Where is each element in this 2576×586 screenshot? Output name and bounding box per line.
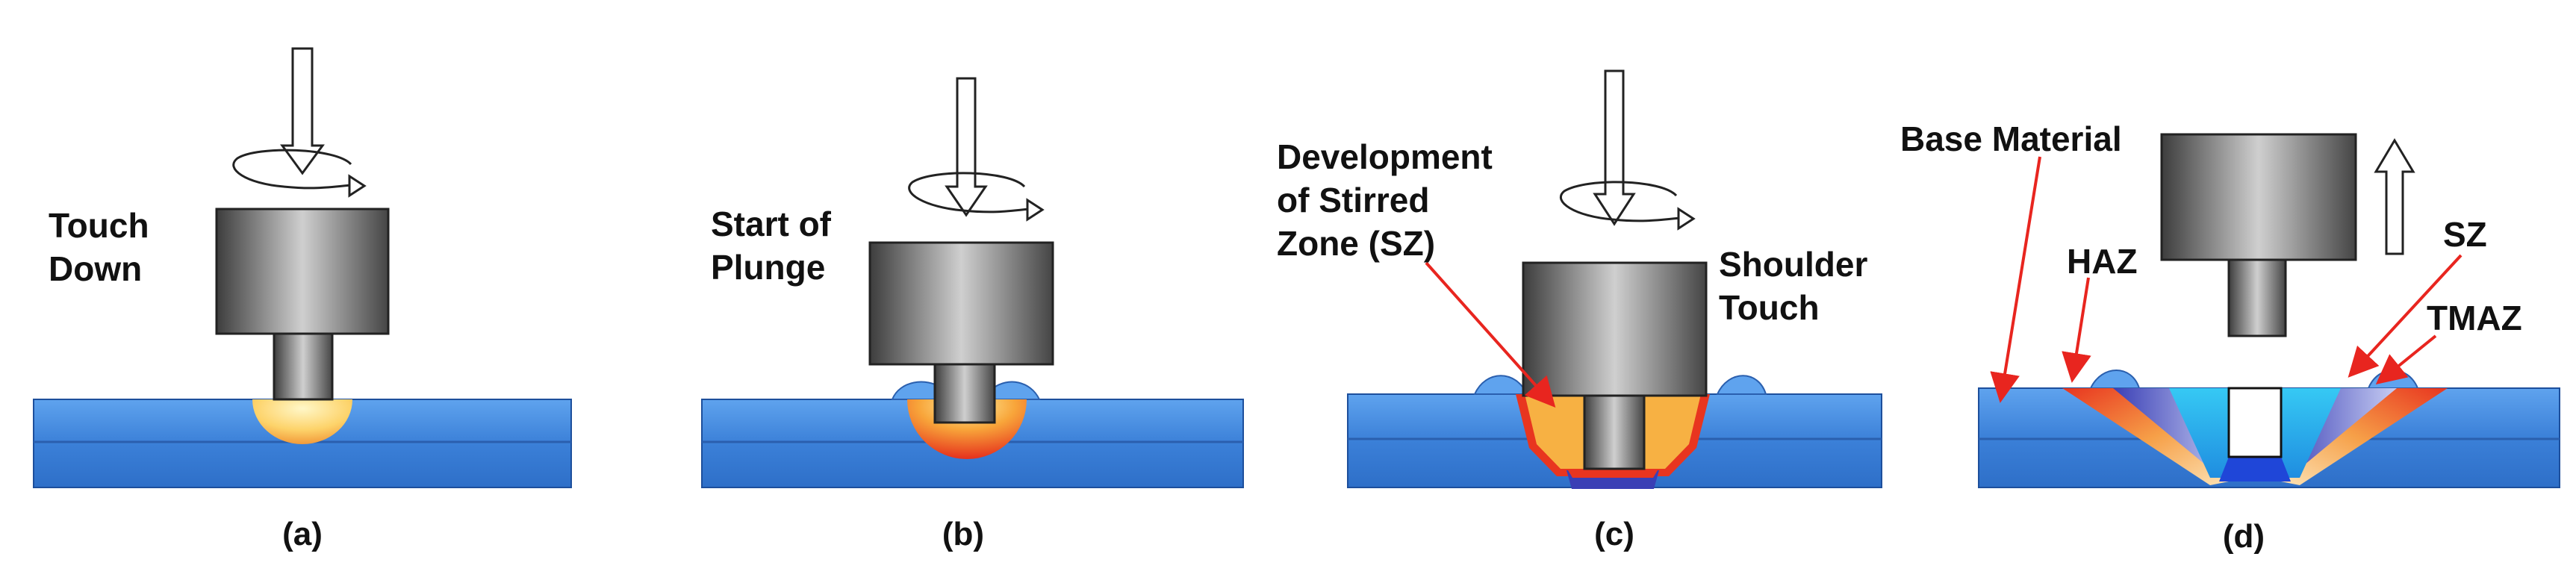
rotation-arrow-icon <box>1559 181 1696 231</box>
annotation-arrow <box>2375 334 2437 385</box>
fsw-tool <box>868 241 1054 424</box>
label-haz: HAZ <box>2067 242 2138 281</box>
label-touch: Touch <box>1719 288 1820 327</box>
caption-c: (c) <box>1594 516 1634 552</box>
keyhole <box>2227 387 2283 458</box>
label-down: Down <box>49 249 142 288</box>
label-development: Development <box>1277 137 1493 176</box>
fsw-tool <box>215 208 390 401</box>
label-of-stirred: of Stirred <box>1277 181 1429 219</box>
down-arrow-icon <box>945 77 988 217</box>
stir-zone-bottom <box>2219 457 2291 481</box>
label-sz: SZ <box>2443 215 2487 254</box>
label-plunge: Plunge <box>711 248 825 287</box>
down-arrow-icon <box>280 47 325 175</box>
annotation-arrow <box>1990 156 2041 403</box>
weld-zones <box>2062 387 2448 485</box>
up-arrow-icon <box>2374 138 2415 255</box>
annotation-arrow <box>2062 277 2091 383</box>
annotation-arrow <box>2348 254 2463 378</box>
panel-b: Start of Plunge (b) <box>701 77 1244 552</box>
panel-d: Base Material HAZ SZ TMAZ (d) <box>1900 119 2560 555</box>
heat-zone <box>252 399 352 444</box>
fsw-tool <box>2160 133 2357 337</box>
caption-b: (b) <box>942 516 984 552</box>
label-touch: Touch <box>49 206 149 245</box>
rotation-arrow-icon <box>908 172 1045 222</box>
panel-c: Development of Stirred Zone (SZ) Shoulde… <box>1277 69 1882 552</box>
down-arrow-icon <box>1593 69 1636 226</box>
fsw-tool <box>1522 261 1708 470</box>
label-zone-sz: Zone (SZ) <box>1277 224 1435 263</box>
label-tmaz: TMAZ <box>2427 299 2522 337</box>
caption-a: (a) <box>282 516 323 552</box>
label-base-material: Base Material <box>1900 119 2122 158</box>
flash-material <box>2089 370 2419 389</box>
rotation-arrow-icon <box>232 149 367 198</box>
annotation-arrow <box>1425 261 1556 408</box>
label-shoulder: Shoulder <box>1719 245 1867 284</box>
label-start-of: Start of <box>711 205 832 243</box>
stir-zone <box>2169 388 2341 478</box>
caption-d: (d) <box>2223 518 2265 555</box>
panel-a: Touch Down (a) <box>33 47 572 552</box>
